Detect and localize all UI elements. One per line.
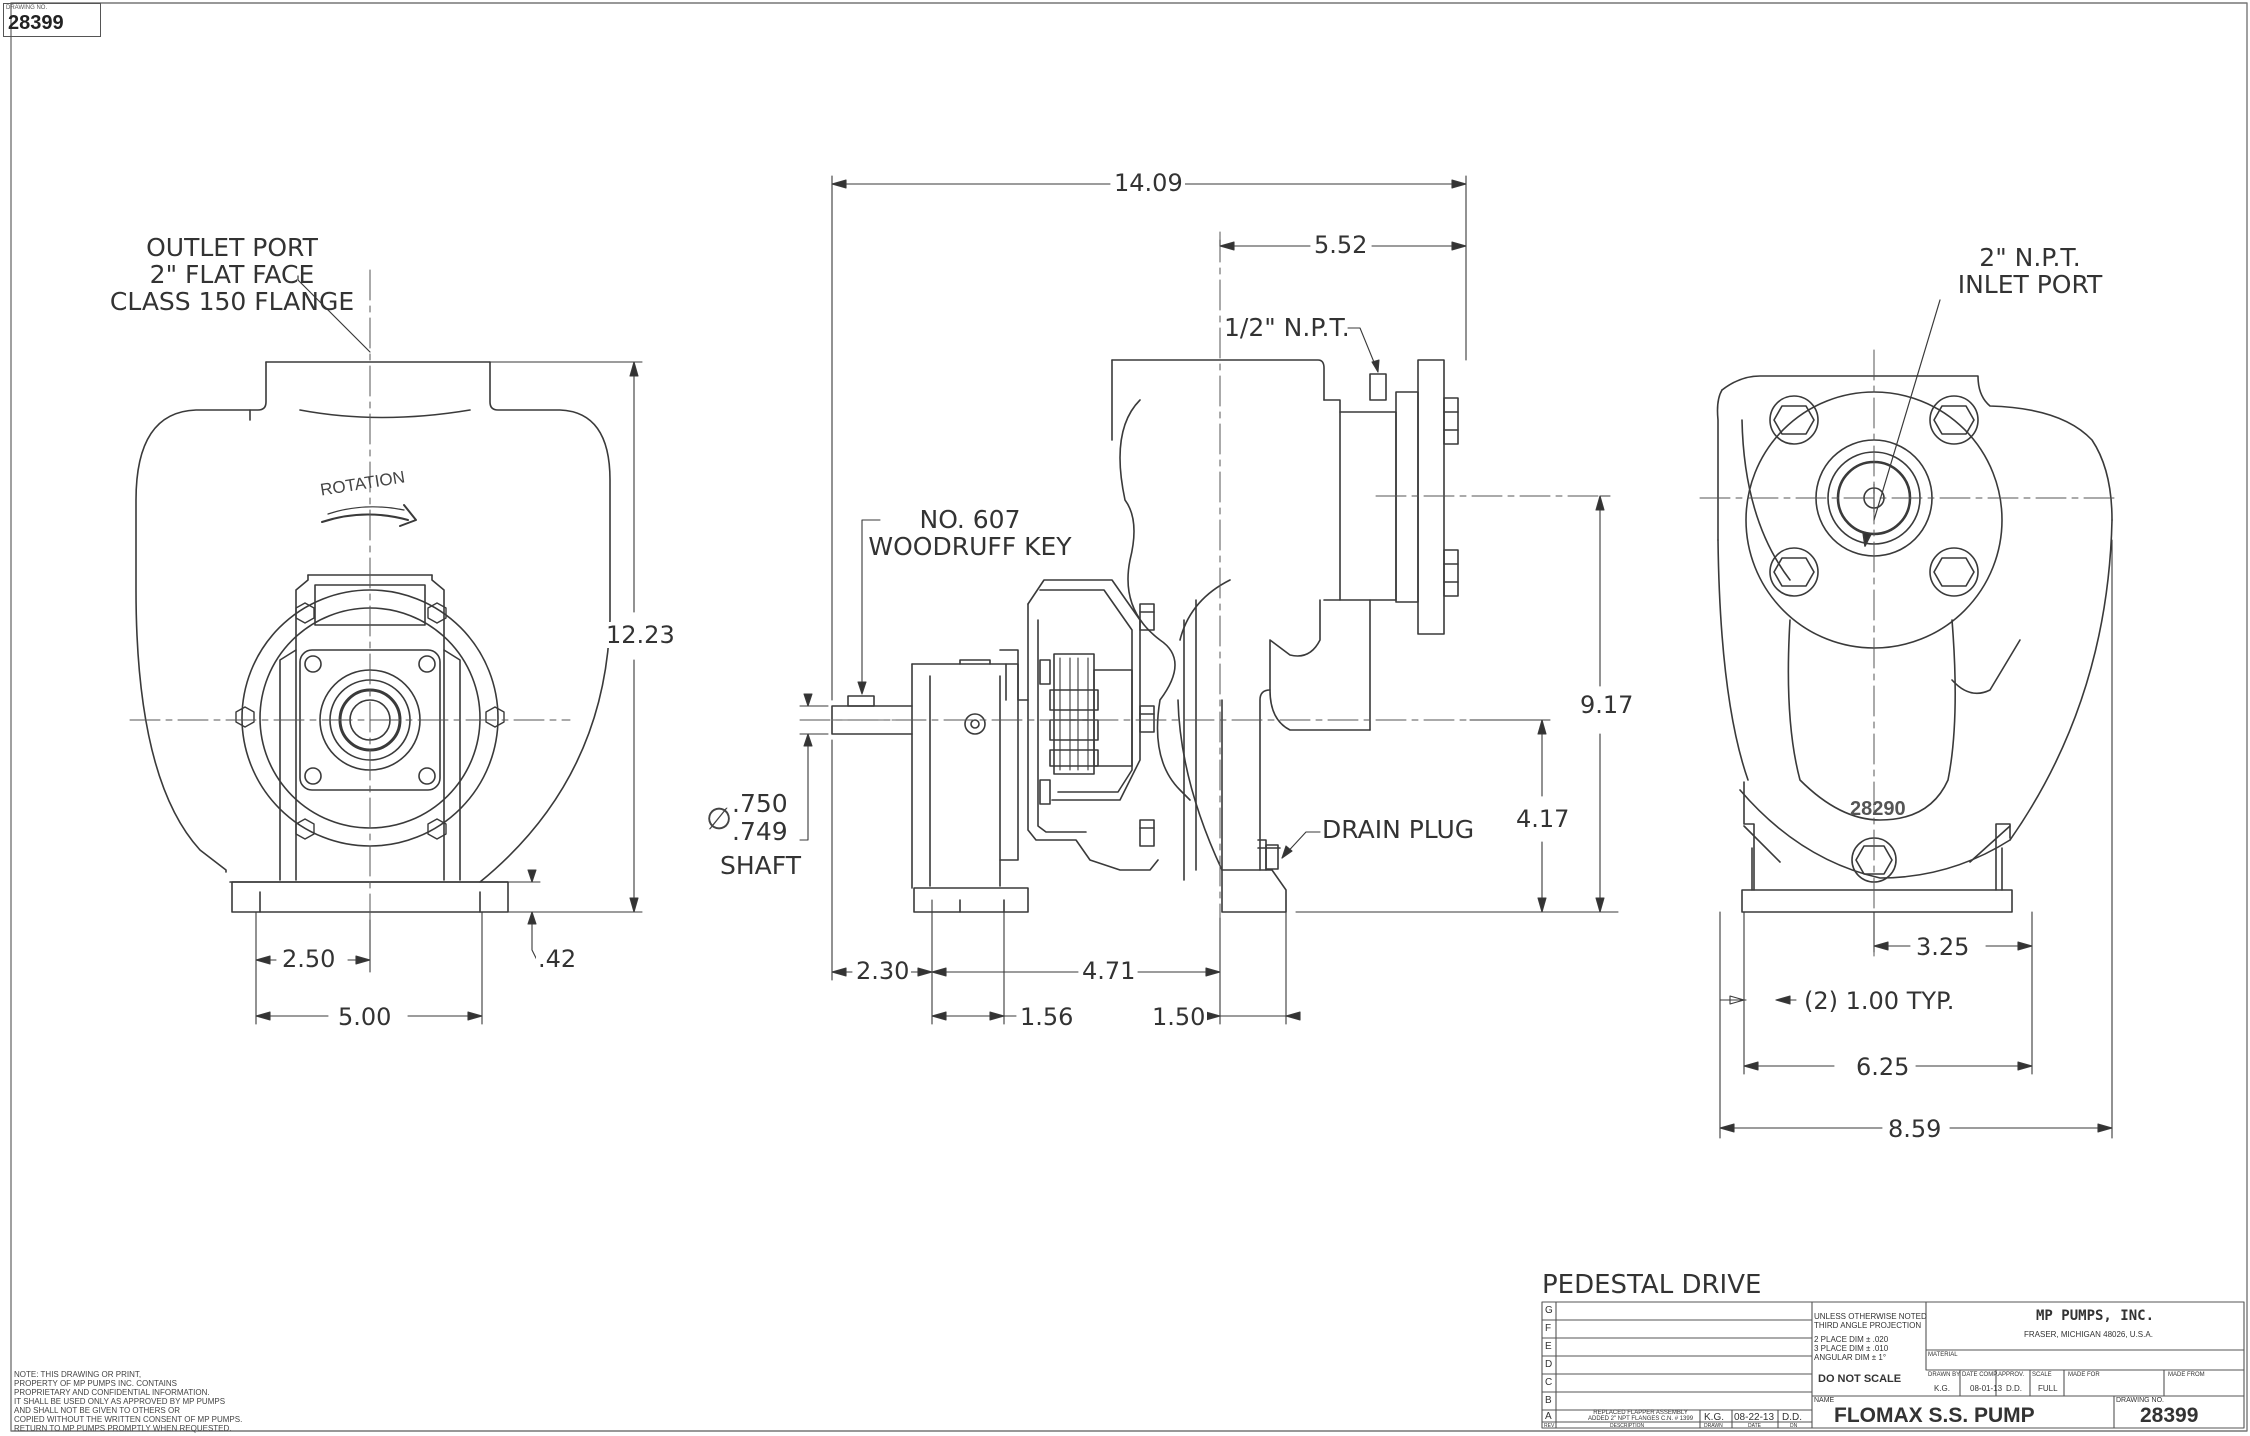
scale: FULL — [2038, 1384, 2058, 1393]
approv-caption: APPROV. — [1998, 1372, 2025, 1378]
dim-overall-width: 8.59 — [1886, 1115, 1944, 1143]
rear-view — [1699, 299, 2121, 1139]
drawing-number: 28399 — [8, 12, 64, 34]
woodruff-key-label: NO. 607 WOODRUFF KEY — [868, 505, 1072, 561]
drain-plug-label: DRAIN PLUG — [1322, 815, 1475, 844]
proprietary-note: NOTE: THIS DRAWING OR PRINT, PROPERTY OF… — [14, 1370, 243, 1433]
outlet-port-label: OUTLET PORT 2" FLAT FACE CLASS 150 FLANG… — [109, 233, 355, 316]
half-inch-npt-label: 1/2" N.P.T. — [1224, 313, 1350, 342]
rev-a-drawn: K.G. — [1704, 1412, 1725, 1423]
date-comp-caption: DATE COMP. — [1962, 1372, 1999, 1378]
title-heading: PEDESTAL DRIVE — [1542, 1270, 1762, 1300]
dim-shaft-height: 4.17 — [1514, 805, 1572, 833]
dim-typical: (2) 1.00 TYP. — [1802, 987, 1957, 1015]
dim-overall-length: 14.09 — [1112, 169, 1185, 197]
rev-letter-g: G — [1545, 1305, 1553, 1316]
inlet-port-label: 2" N.P.T. INLET PORT — [1957, 243, 2103, 299]
front-view — [129, 269, 643, 1025]
dim-hole-spacing: 3.25 — [1914, 933, 1972, 961]
rev-letter-e: E — [1545, 1341, 1552, 1352]
col-dn: DN — [1790, 1423, 1798, 1429]
dim-height-left: 12.23 — [604, 621, 677, 649]
rev-letter-d: D — [1545, 1359, 1553, 1370]
made-for-caption: MADE FOR — [2068, 1372, 2100, 1378]
scale-caption: SCALE — [2032, 1372, 2052, 1378]
col-drawn: DRAWN — [1704, 1423, 1723, 1429]
dim-flange-offset: 5.52 — [1312, 231, 1370, 259]
dim-foot: .42 — [536, 945, 579, 973]
approv: D.D. — [2006, 1384, 2022, 1393]
dim-mounting-holes: 6.25 — [1854, 1053, 1912, 1081]
title-drawing-no-caption: DRAWING NO. — [2116, 1397, 2164, 1404]
part-name: FLOMAX S.S. PUMP — [1834, 1404, 2035, 1427]
rev-letter-a: A — [1545, 1411, 1552, 1422]
col-rev: REV — [1544, 1423, 1555, 1429]
title-block-lines — [1541, 1301, 2245, 1429]
dim-mount: 4.71 — [1080, 957, 1138, 985]
made-from-caption: MADE FROM — [2168, 1372, 2205, 1378]
drawing-number-box: DRAWING NO. 28399 — [3, 3, 101, 37]
title-drawing-no: 28399 — [2140, 1404, 2199, 1427]
shaft-label: SHAFT — [720, 851, 801, 880]
rev-a-description: REPLACED FLAPPER ASSEMBLY ADDED 2" NPT F… — [1588, 1410, 1694, 1422]
rev-letter-c: C — [1545, 1377, 1553, 1388]
date-comp: 08-01-13 — [1970, 1384, 2003, 1393]
dim-pedestal: 1.56 — [1018, 1003, 1076, 1031]
company-name: MP PUMPS, INC. — [2036, 1308, 2155, 1324]
dim-shaft-extension: 2.30 — [854, 957, 912, 985]
rev-letter-b: B — [1545, 1395, 1552, 1406]
sheet-border — [10, 2, 2248, 1432]
name-caption: NAME — [1814, 1397, 1835, 1404]
col-description: DESCRIPTION — [1610, 1423, 1645, 1429]
col-date: DATE — [1748, 1423, 1761, 1429]
dim-base: 5.00 — [336, 1003, 394, 1031]
material-caption: MATERIAL — [1928, 1352, 1958, 1358]
tolerance-notes: UNLESS OTHERWISE NOTED THIRD ANGLE PROJE… — [1814, 1312, 1927, 1362]
rev-a-dn: D.D. — [1782, 1412, 1802, 1423]
drawn-by-caption: DRAWN BY — [1928, 1372, 1961, 1378]
drawn-by: K.G. — [1934, 1384, 1951, 1393]
side-view — [799, 175, 1619, 1025]
shaft-dia-max: .750 — [732, 789, 788, 818]
dim-half-base: 2.50 — [280, 945, 338, 973]
drawing-number-caption: DRAWING NO. — [6, 5, 48, 11]
dim-casing-foot: 1.50 — [1150, 1003, 1208, 1031]
rev-a-date: 08-22-13 — [1734, 1412, 1775, 1423]
casting-number: 28290 — [1850, 798, 1906, 820]
company-address: FRASER, MICHIGAN 48026, U.S.A. — [2024, 1330, 2153, 1339]
rev-letter-f: F — [1545, 1323, 1552, 1334]
diameter-symbol: ∅ — [706, 802, 733, 837]
do-not-scale: DO NOT SCALE — [1818, 1373, 1902, 1385]
dim-inlet-height: 9.17 — [1578, 691, 1636, 719]
shaft-dia-min: .749 — [732, 817, 788, 846]
